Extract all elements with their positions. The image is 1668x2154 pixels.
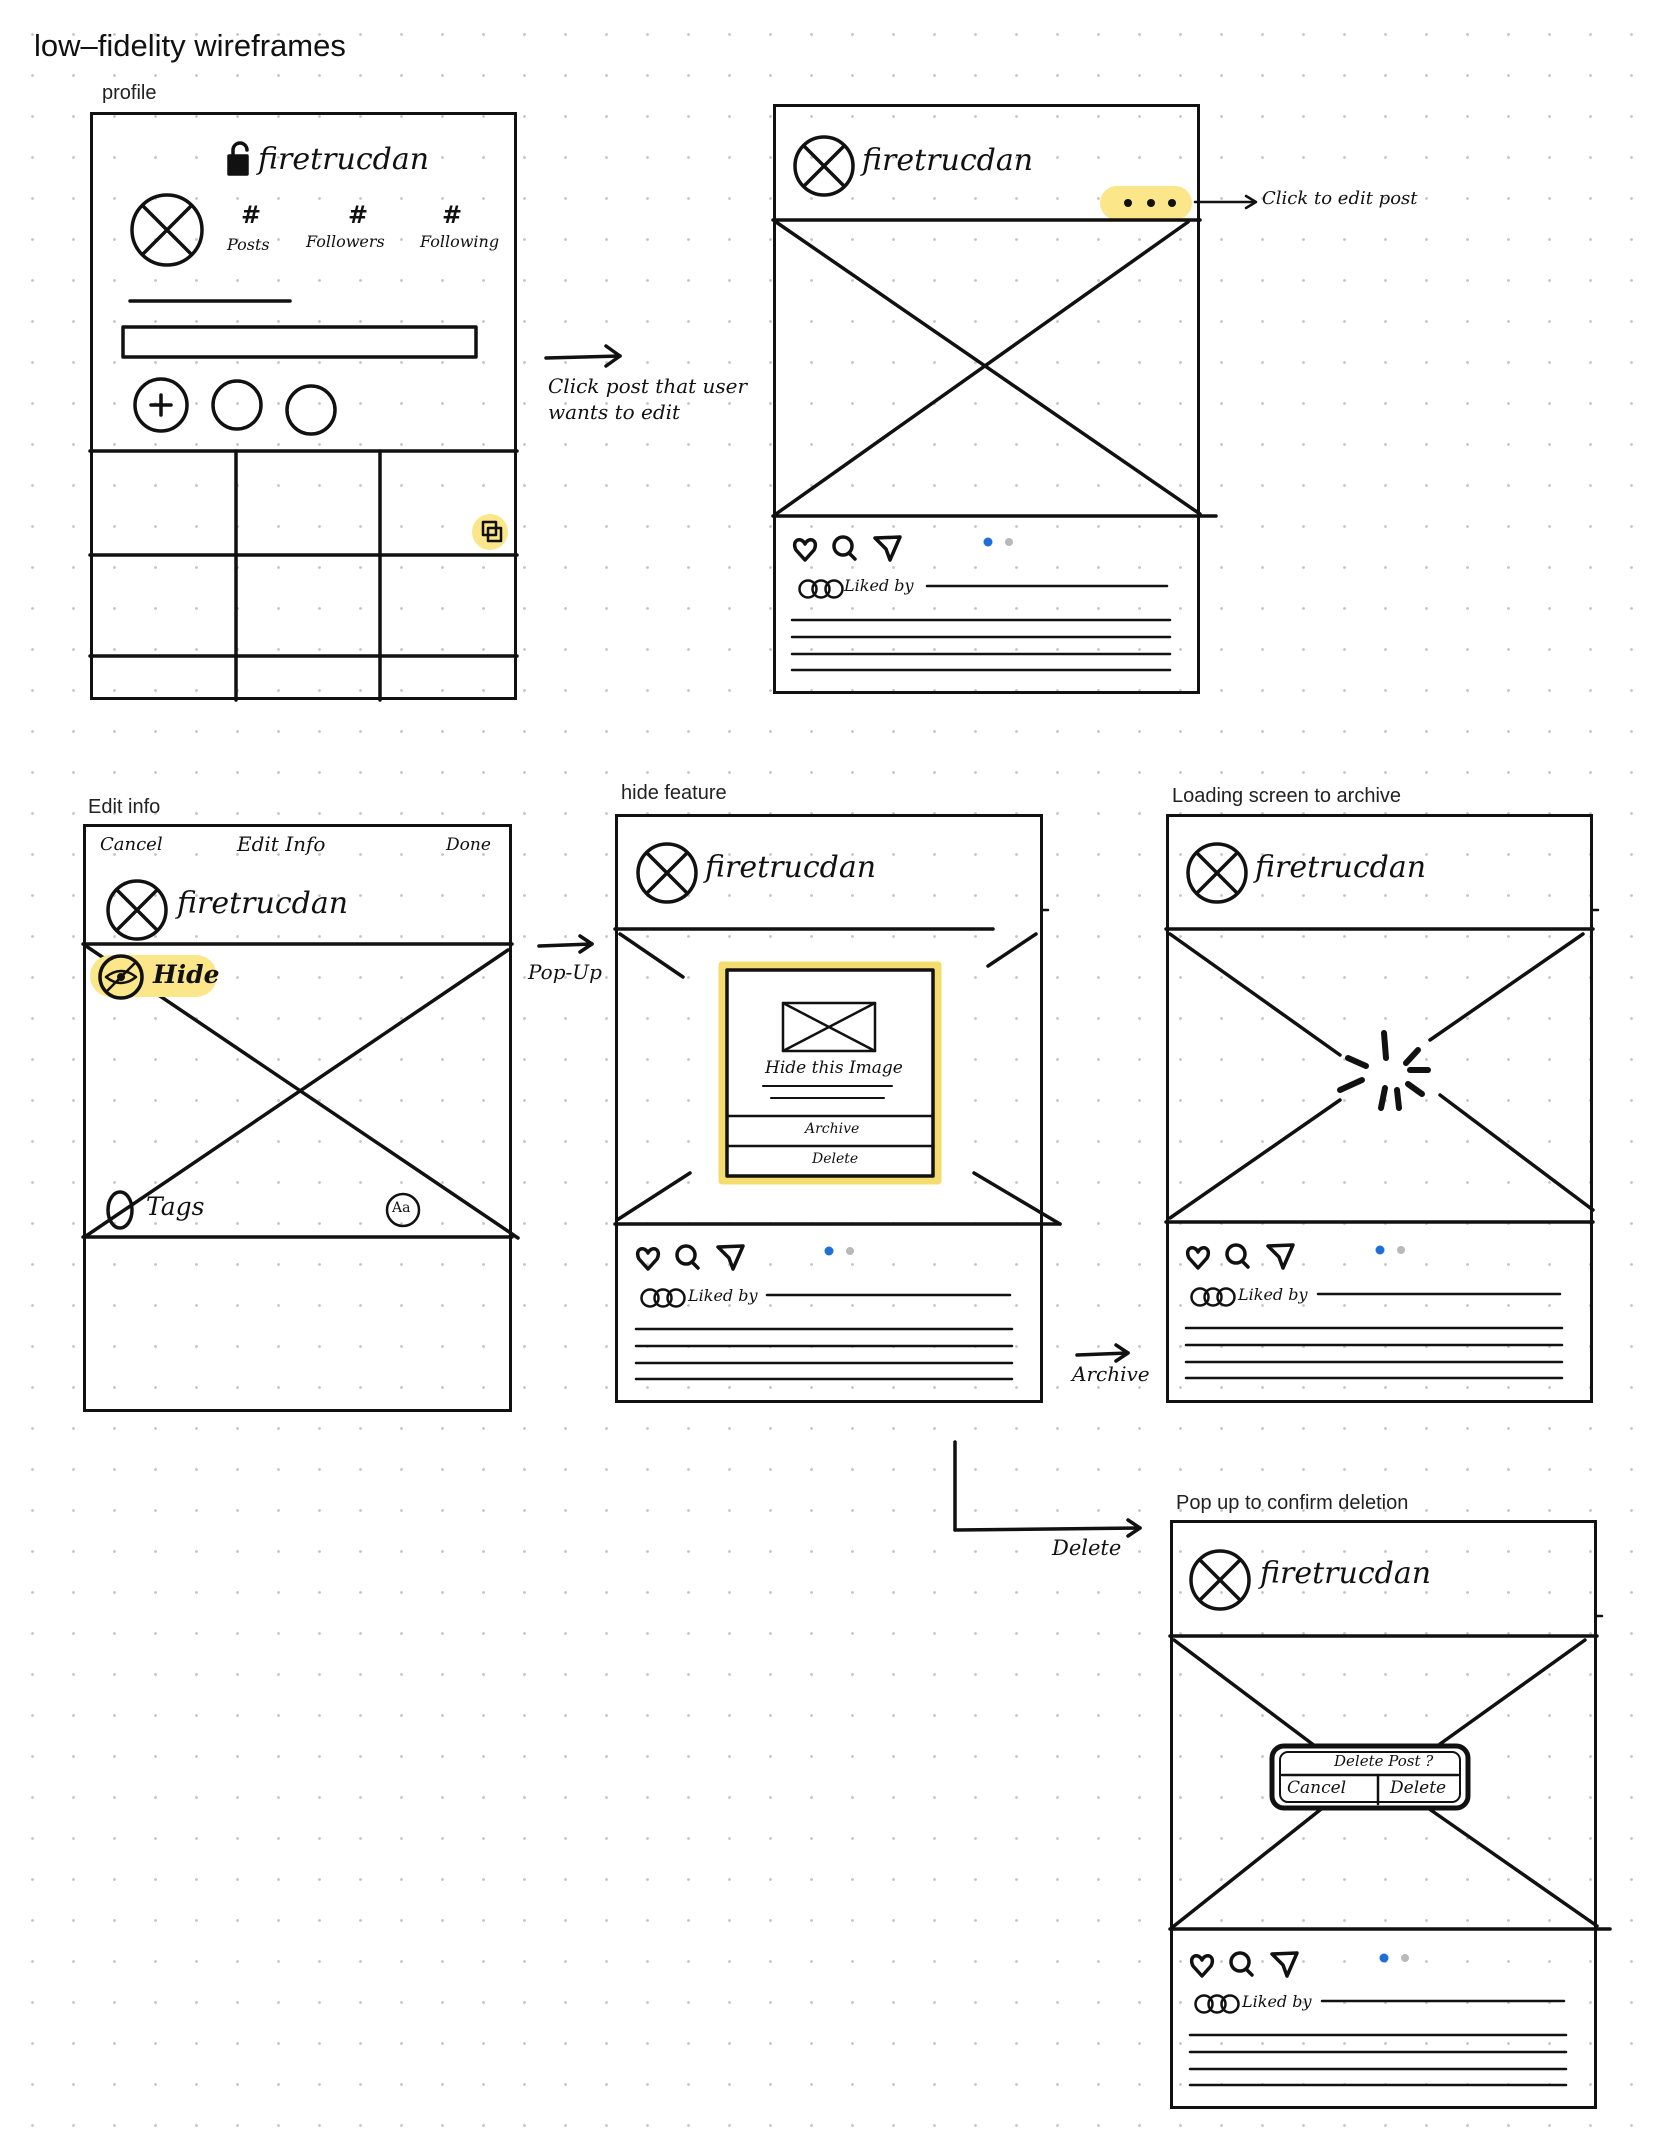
tags-button[interactable]: Tags xyxy=(146,1192,205,1221)
stat-posts-label: Posts xyxy=(227,235,270,254)
arrow-delete xyxy=(953,1440,1142,1538)
annotation-archive: Archive xyxy=(1072,1362,1150,1386)
arrow-click-edit xyxy=(1193,194,1258,210)
arrow-click-post xyxy=(544,344,622,368)
label-confirm-delete: Pop up to confirm deletion xyxy=(1176,1492,1409,1514)
edit-done-button[interactable]: Done xyxy=(446,835,491,855)
liked-by-text: Liked by xyxy=(844,576,914,595)
arrow-popup xyxy=(537,934,594,954)
hide-username: firetrucdan xyxy=(705,850,877,885)
liked-by-text: Liked by xyxy=(688,1286,758,1305)
hide-feature-screen xyxy=(615,814,1043,1403)
stat-posts-count: # xyxy=(241,200,262,229)
stat-following-label: Following xyxy=(420,232,500,251)
edit-username: firetrucdan xyxy=(177,886,349,921)
arrow-archive xyxy=(1075,1343,1130,1363)
confirm-username: firetrucdan xyxy=(1260,1556,1432,1591)
annotation-click-post-line1: Click post that user xyxy=(548,374,748,398)
confirm-question: Delete Post ? xyxy=(1334,1752,1434,1770)
archive-option[interactable]: Archive xyxy=(805,1121,860,1137)
annotation-click-post-line2: wants to edit xyxy=(548,400,681,424)
stat-followers-label: Followers xyxy=(306,232,385,251)
hide-button[interactable]: Hide xyxy=(153,960,220,989)
annotation-popup: Pop-Up xyxy=(528,960,602,984)
annotation-click-edit: Click to edit post xyxy=(1262,188,1418,209)
annotation-delete: Delete xyxy=(1052,1536,1122,1560)
post-username: firetrucdan xyxy=(862,143,1034,178)
edit-info-heading: Edit Info xyxy=(237,832,326,856)
confirm-cancel-button[interactable]: Cancel xyxy=(1287,1778,1347,1798)
stat-following-count: # xyxy=(442,200,463,229)
page-title: low–fidelity wireframes xyxy=(34,28,346,63)
hide-popup-title: Hide this Image xyxy=(765,1058,903,1078)
delete-option[interactable]: Delete xyxy=(812,1151,859,1167)
stat-followers-count: # xyxy=(348,200,369,229)
label-profile: profile xyxy=(102,82,157,104)
label-edit-info: Edit info xyxy=(88,796,161,818)
liked-by-text: Liked by xyxy=(1238,1285,1308,1304)
label-hide-feature: hide feature xyxy=(621,782,727,804)
loading-username: firetrucdan xyxy=(1255,850,1427,885)
liked-by-text: Liked by xyxy=(1242,1992,1312,2011)
edit-cancel-button[interactable]: Cancel xyxy=(100,834,163,855)
profile-screen xyxy=(90,112,517,700)
post-screen xyxy=(773,104,1200,694)
profile-username: firetrucdan xyxy=(258,142,430,177)
confirm-delete-button[interactable]: Delete xyxy=(1390,1778,1447,1798)
text-tool-label: Aa xyxy=(392,1200,411,1216)
label-loading: Loading screen to archive xyxy=(1172,785,1402,807)
loading-screen xyxy=(1166,814,1593,1403)
confirm-delete-screen xyxy=(1170,1520,1597,2109)
